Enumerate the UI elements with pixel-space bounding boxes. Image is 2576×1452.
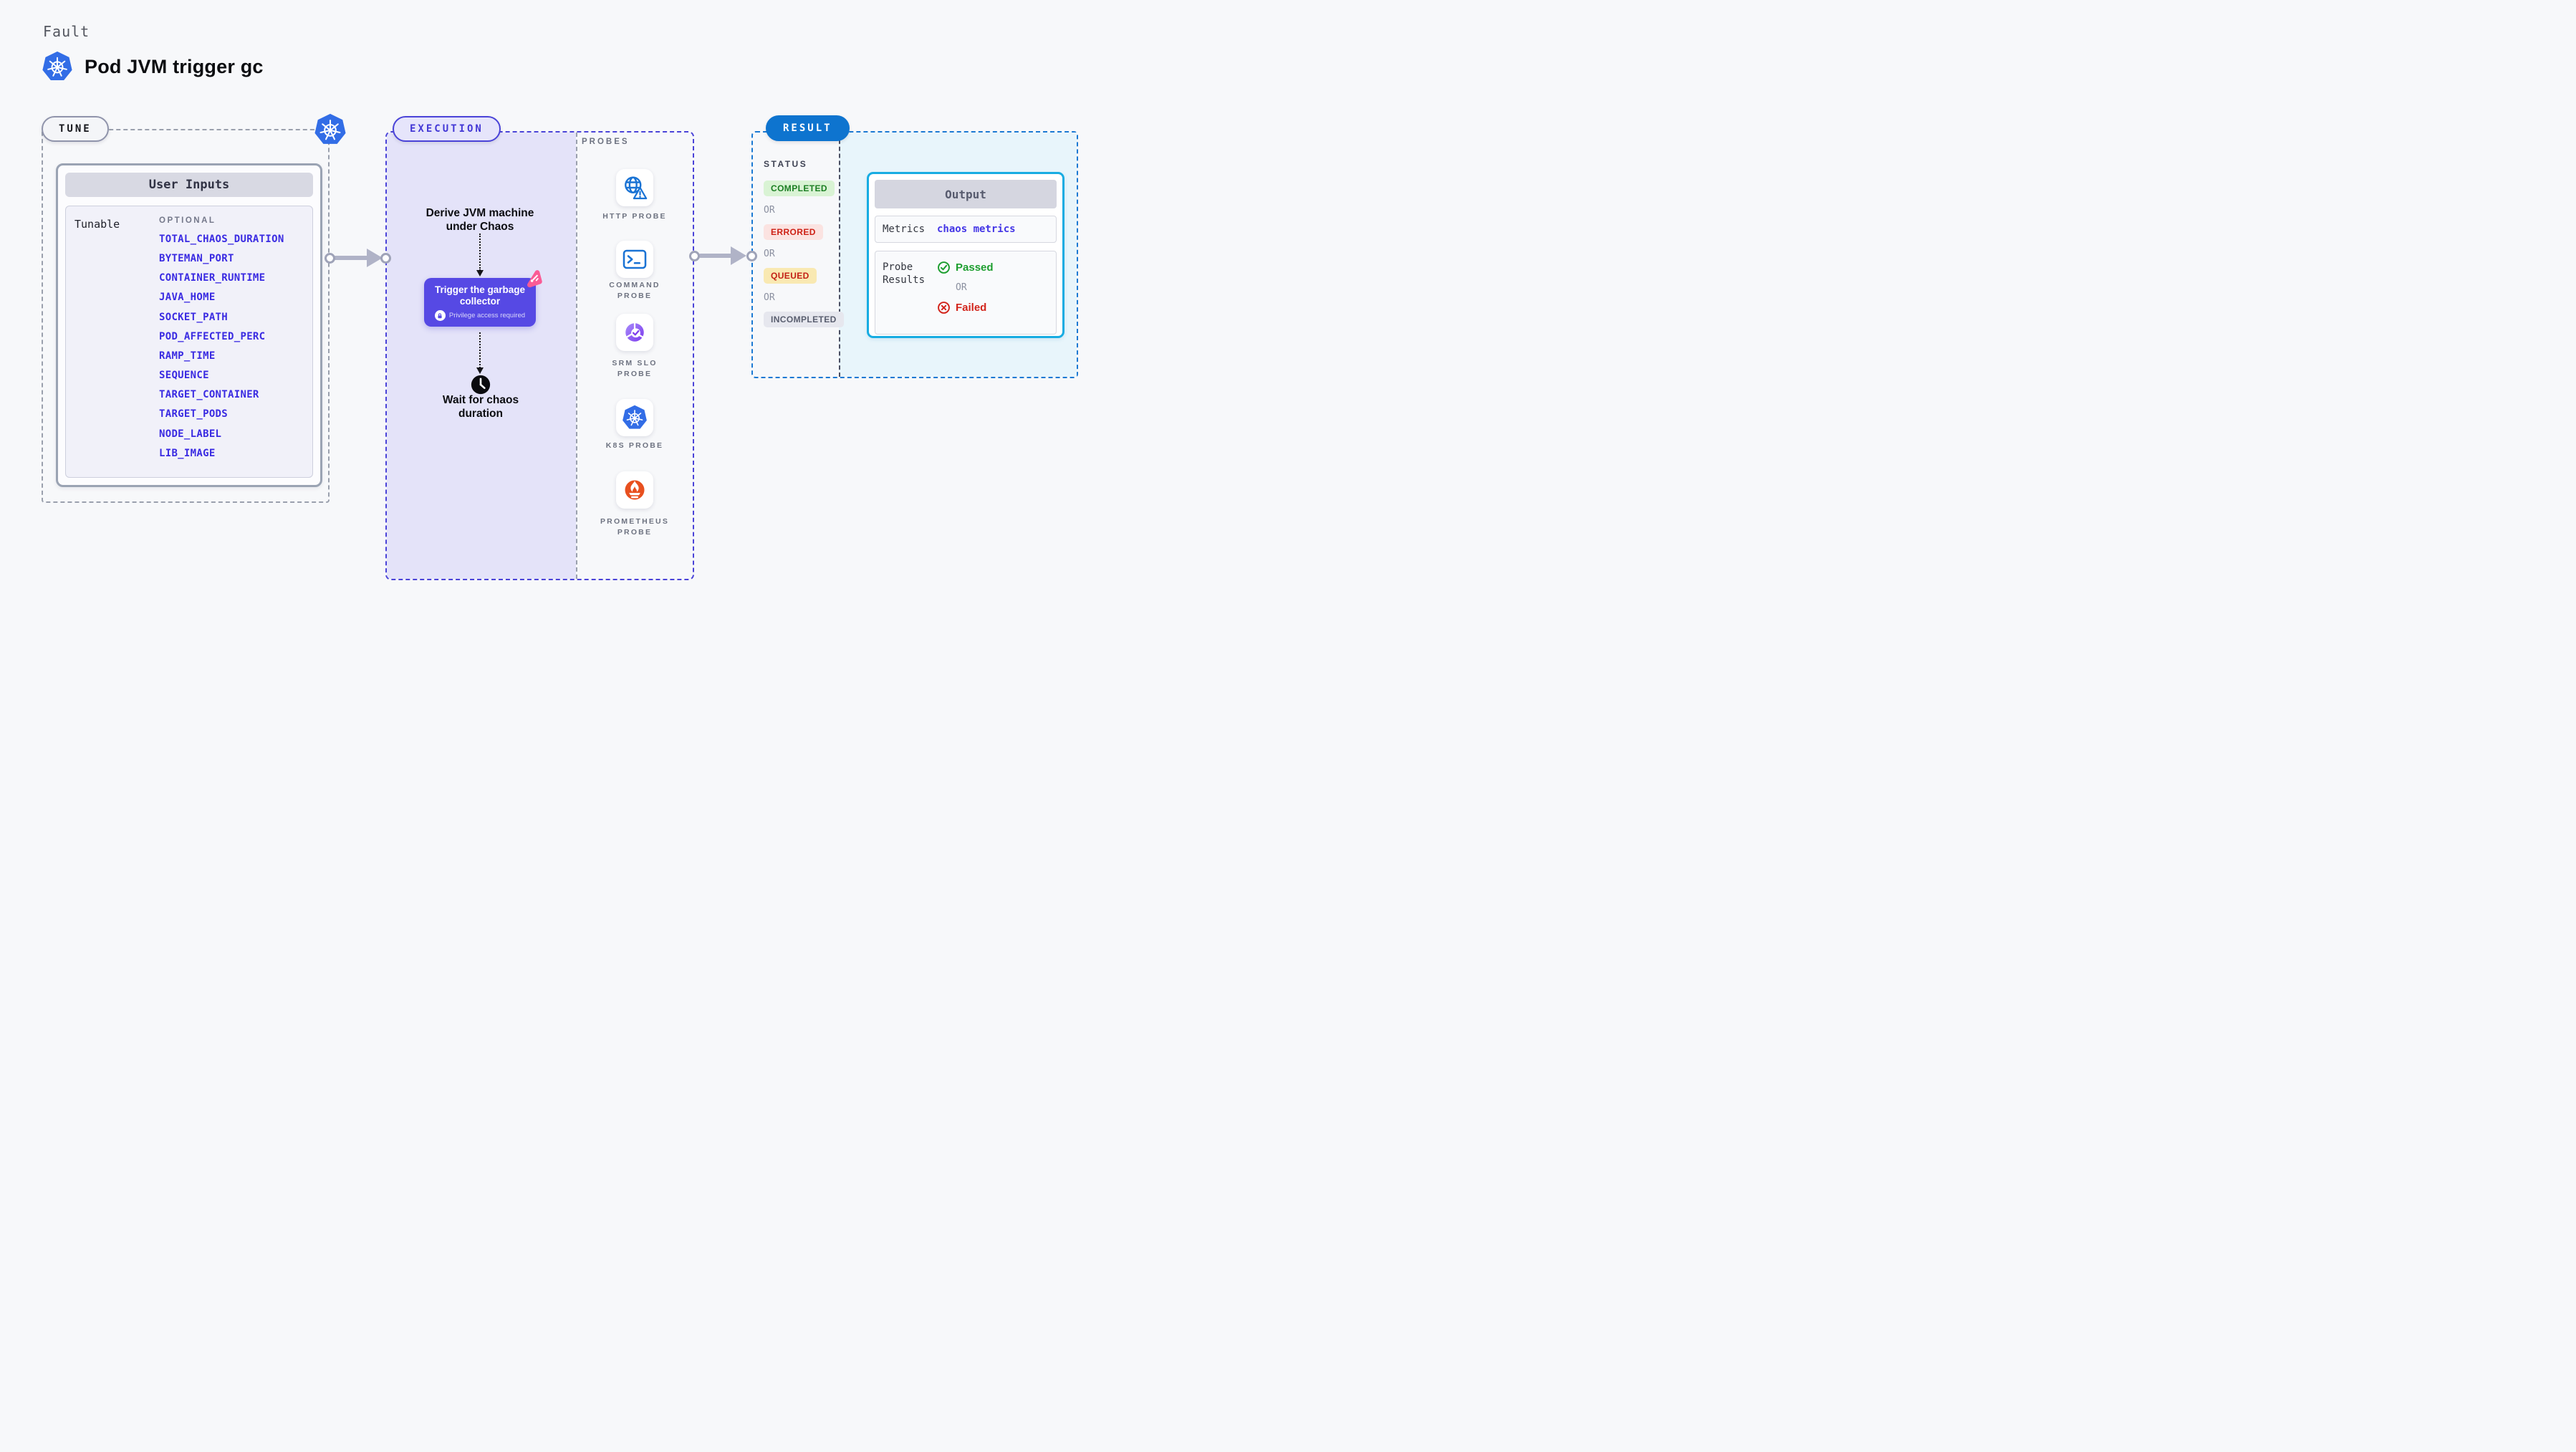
tunable-item: SEQUENCE (159, 370, 209, 382)
or-separator: OR (956, 282, 967, 293)
command-probe-card (616, 241, 653, 278)
slo-gauge-icon (622, 319, 648, 345)
privilege-note: Privilege access required (448, 312, 526, 319)
metrics-value: chaos metrics (937, 223, 1016, 235)
metrics-row: Metrics chaos metrics (875, 216, 1057, 243)
passed-label: Passed (956, 261, 994, 274)
tunable-item: TARGET_CONTAINER (159, 389, 259, 401)
metrics-label: Metrics (883, 223, 926, 235)
title-row: Pod JVM trigger gc (42, 50, 264, 83)
prometheus-probe-card (616, 471, 653, 509)
privilege-row: Privilege access required (424, 310, 536, 321)
status-badge-queued: QUEUED (764, 268, 817, 284)
probe-label: HTTP PROBE (602, 212, 667, 221)
http-probe-card (616, 169, 653, 206)
execution-pane (387, 133, 576, 579)
probe-label: COMMAND PROBE (609, 281, 660, 300)
fault-diagram: Fault Pod JVM trigger gc TUNE User Input… (0, 0, 1103, 633)
tune-badge: TUNE (42, 116, 109, 142)
tunable-item: TARGET_PODS (159, 408, 229, 420)
tunable-item: POD_AFFECTED_PERC (159, 330, 266, 342)
user-inputs-header: User Inputs (65, 173, 313, 197)
probes-divider (576, 133, 577, 579)
probe-label: PROMETHEUS PROBE (600, 517, 670, 537)
derive-step-label: Derive JVM machine under Chaos (426, 207, 534, 233)
kubernetes-icon (42, 50, 73, 83)
down-arrow (476, 234, 484, 277)
trigger-gc-label: Trigger the garbage collector (434, 284, 526, 307)
tunable-item: TOTAL_CHAOS_DURATION (159, 233, 284, 245)
probe-label: SRM SLO PROBE (612, 359, 658, 378)
lock-icon (434, 310, 446, 321)
page-title: Pod JVM trigger gc (85, 55, 264, 77)
probe-label: K8S PROBE (605, 441, 664, 450)
tunable-item: BYTEMAN_PORT (159, 252, 234, 264)
execution-badge: EXECUTION (393, 116, 501, 142)
passed-row: Passed (937, 261, 994, 274)
prometheus-icon (622, 477, 648, 503)
user-inputs-card: User Inputs Tunable OPTIONAL TOTAL_CHAOS… (56, 163, 322, 487)
optional-column-label: OPTIONAL (159, 216, 216, 225)
or-separator: OR (764, 292, 775, 303)
clock-icon (470, 374, 491, 395)
tune-section (42, 129, 330, 503)
wait-step-label: Wait for chaos duration (442, 394, 519, 420)
globe-alert-icon (622, 175, 648, 201)
k8s-probe-card (616, 399, 653, 436)
tunable-item: NODE_LABEL (159, 428, 222, 440)
chaos-experiment-icon (524, 269, 543, 288)
kubernetes-icon (314, 112, 347, 147)
down-arrow (476, 332, 484, 374)
tunable-item: SOCKET_PATH (159, 311, 229, 323)
status-heading: STATUS (764, 159, 808, 169)
kubernetes-icon (622, 405, 648, 431)
tunable-item: RAMP_TIME (159, 350, 216, 362)
srm-slo-probe-card (616, 314, 653, 351)
tunable-item: CONTAINER_RUNTIME (159, 272, 266, 284)
or-separator: OR (764, 205, 775, 216)
or-separator: OR (764, 249, 775, 259)
tunables-panel: Tunable OPTIONAL TOTAL_CHAOS_DURATION BY… (65, 205, 313, 478)
tunable-row-label: Tunable (75, 217, 120, 231)
terminal-icon (622, 246, 648, 272)
probe-results-label: Probe Results (883, 261, 926, 286)
result-divider (839, 133, 840, 377)
result-badge: RESULT (766, 115, 850, 141)
tunable-item: JAVA_HOME (159, 292, 216, 304)
status-badge-completed: COMPLETED (764, 181, 835, 196)
probe-results-row: Probe Results Passed OR Failed (875, 251, 1057, 335)
fault-eyebrow: Fault (43, 23, 90, 40)
status-badge-errored: ERRORED (764, 224, 823, 240)
output-card: Output Metrics chaos metrics Probe Resul… (867, 172, 1064, 338)
failed-label: Failed (956, 302, 987, 314)
output-header: Output (875, 180, 1057, 208)
failed-row: Failed (937, 301, 994, 314)
tunable-item: LIB_IMAGE (159, 447, 216, 459)
trigger-gc-node: Trigger the garbage collector Privilege … (424, 278, 536, 327)
status-column: STATUS COMPLETED OR ERRORED OR QUEUED OR… (764, 159, 844, 327)
check-circle-icon (937, 261, 951, 274)
x-circle-icon (937, 301, 951, 314)
execution-section (385, 131, 694, 580)
status-badge-incompleted: INCOMPLETED (764, 312, 844, 327)
probes-heading: PROBES (582, 138, 630, 146)
